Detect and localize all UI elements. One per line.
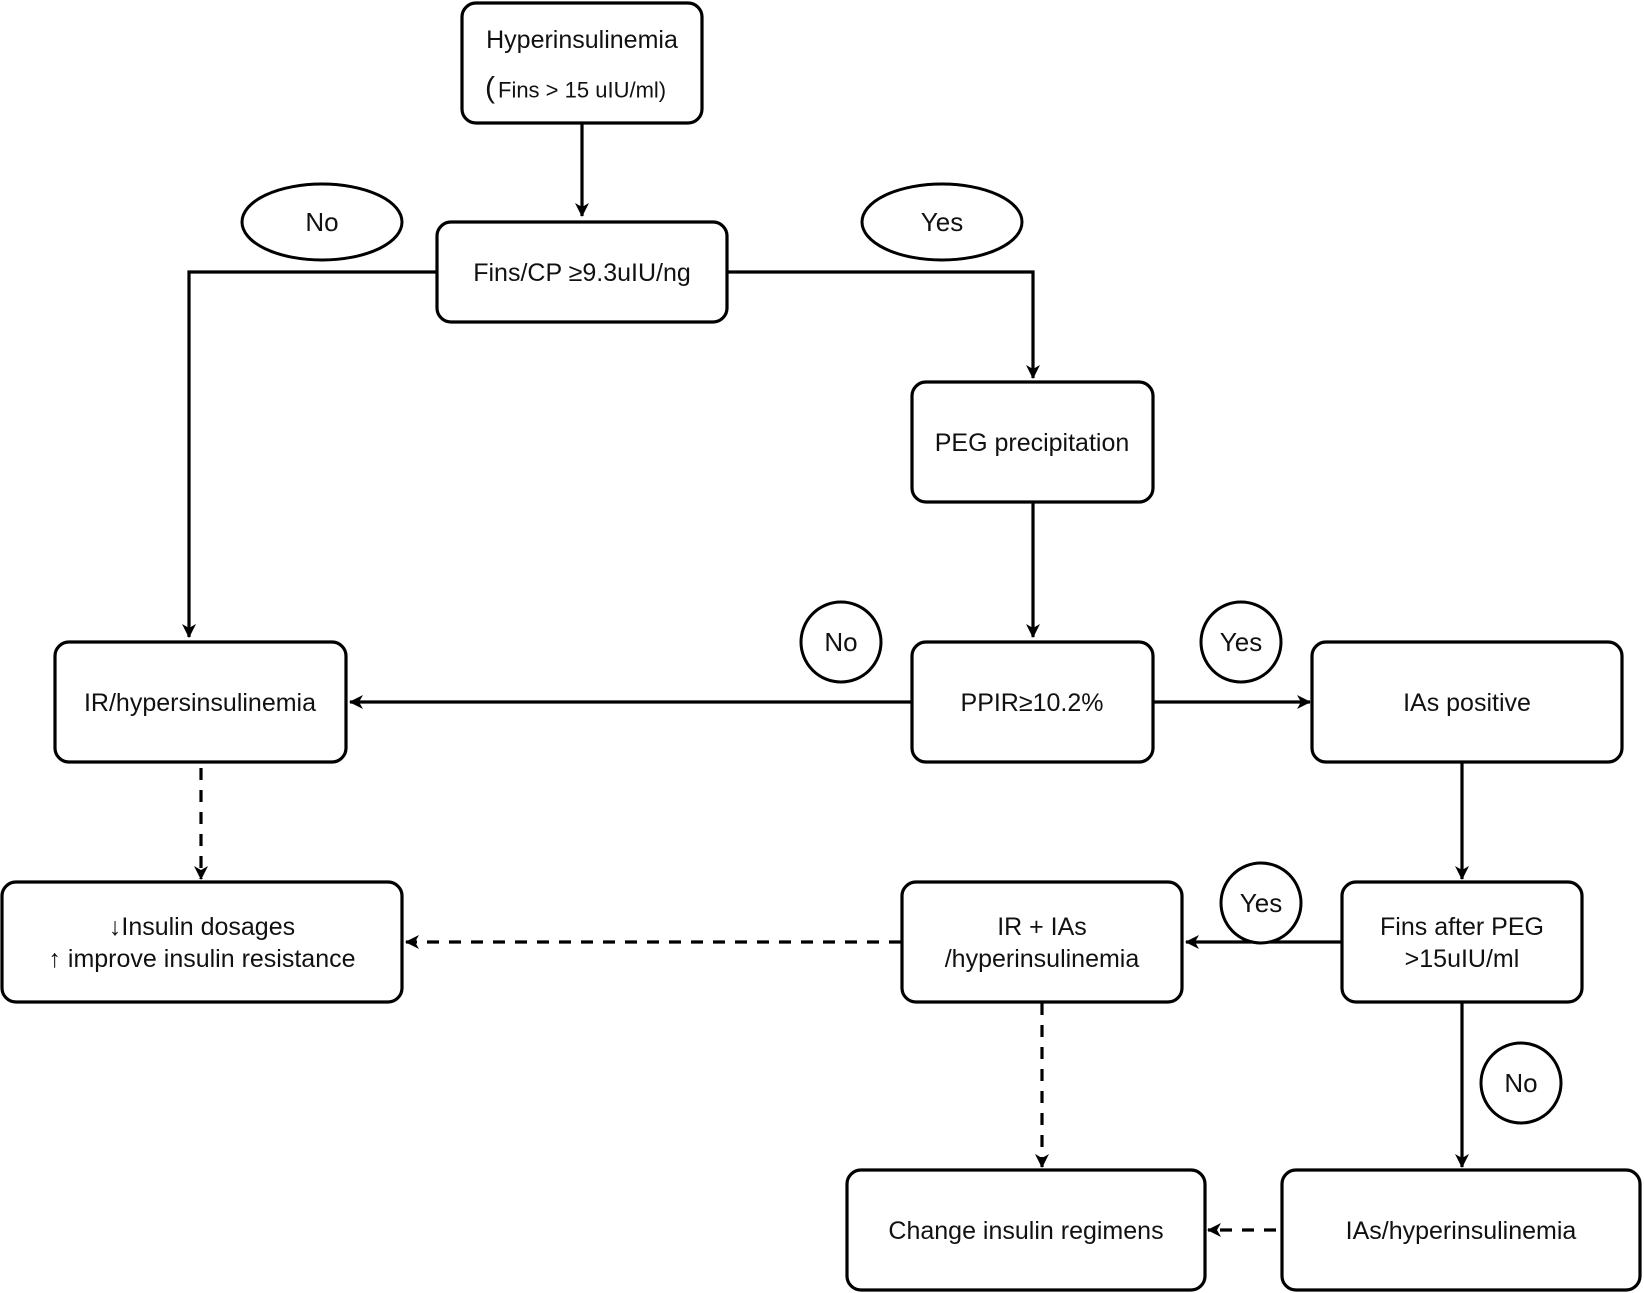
- fins-peg-no-label-circle: [1479, 1041, 1563, 1125]
- edge-labels: No Yes No Yes Yes No: [240, 182, 1563, 1125]
- insulin-dosages-line2: ↑ improve insulin resistance: [48, 945, 355, 973]
- node-fins-after-peg: Fins after PEG >15uIU/ml: [1340, 880, 1584, 1004]
- ppir-no-label-circle: [799, 600, 883, 684]
- edge-finscp-no-to-ir: [182, 270, 437, 638]
- node-fins-cp: Fins/CP ≥9.3uIU/ng: [435, 220, 729, 324]
- node-hyperinsulinemia: Hyperinsulinemia ( Fins > 15 uIU/ml): [460, 1, 704, 125]
- hyperinsulinemia-title: Hyperinsulinemia: [486, 26, 678, 54]
- fins-peg-no-label: No: [1504, 1068, 1537, 1098]
- ias-positive-label: IAs positive: [1403, 689, 1531, 717]
- ir-hyper-label: IR/hypersinsulinemia: [84, 689, 316, 717]
- node-change-regimens: Change insulin regimens: [845, 1168, 1207, 1292]
- node-peg-precipitation: PEG precipitation: [910, 380, 1155, 504]
- edges: [182, 123, 1469, 1237]
- node-ias-positive: IAs positive: [1310, 640, 1624, 764]
- ppir-label: PPIR≥10.2%: [961, 689, 1104, 717]
- ir-ias-line1: IR + IAs: [997, 913, 1087, 941]
- hyperinsulinemia-paren: (: [485, 72, 495, 105]
- node-ppir: PPIR≥10.2%: [910, 640, 1155, 764]
- node-ir-hypersinsulinemia: IR/hypersinsulinemia: [53, 640, 348, 764]
- insulin-dosages-line1: ↓Insulin dosages: [109, 913, 295, 941]
- fins-peg-yes-label: Yes: [1240, 888, 1282, 918]
- fins-peg-yes-label-circle: [1219, 861, 1303, 945]
- ir-ias-line2: /hyperinsulinemia: [945, 945, 1140, 973]
- edge-finscp-yes-to-peg: [727, 270, 1040, 379]
- hyperinsulinemia-threshold: Fins > 15 uIU/ml): [498, 78, 666, 103]
- no-label-ellipse: [240, 182, 404, 262]
- node-ir-ias-hyper: IR + IAs /hyperinsulinemia: [900, 880, 1184, 1004]
- ppir-no-label: No: [824, 627, 857, 657]
- fins-after-peg-line2: >15uIU/ml: [1405, 945, 1520, 973]
- ppir-yes-label: Yes: [1220, 627, 1262, 657]
- node-insulin-dosages: ↓Insulin dosages ↑ improve insulin resis…: [0, 880, 404, 1004]
- change-regimens-label: Change insulin regimens: [888, 1217, 1163, 1245]
- fins-cp-label: Fins/CP ≥9.3uIU/ng: [473, 259, 691, 287]
- peg-label: PEG precipitation: [935, 429, 1130, 457]
- node-ias-hyperinsulinemia: IAs/hyperinsulinemia: [1280, 1168, 1642, 1292]
- fins-cp-yes-label: Yes: [921, 207, 963, 237]
- ppir-yes-label-circle: [1199, 600, 1283, 684]
- yes-label-ellipse: [860, 182, 1024, 262]
- fins-cp-no-label: No: [305, 207, 338, 237]
- fins-after-peg-line1: Fins after PEG: [1380, 913, 1544, 941]
- ias-hyper-label: IAs/hyperinsulinemia: [1346, 1217, 1577, 1245]
